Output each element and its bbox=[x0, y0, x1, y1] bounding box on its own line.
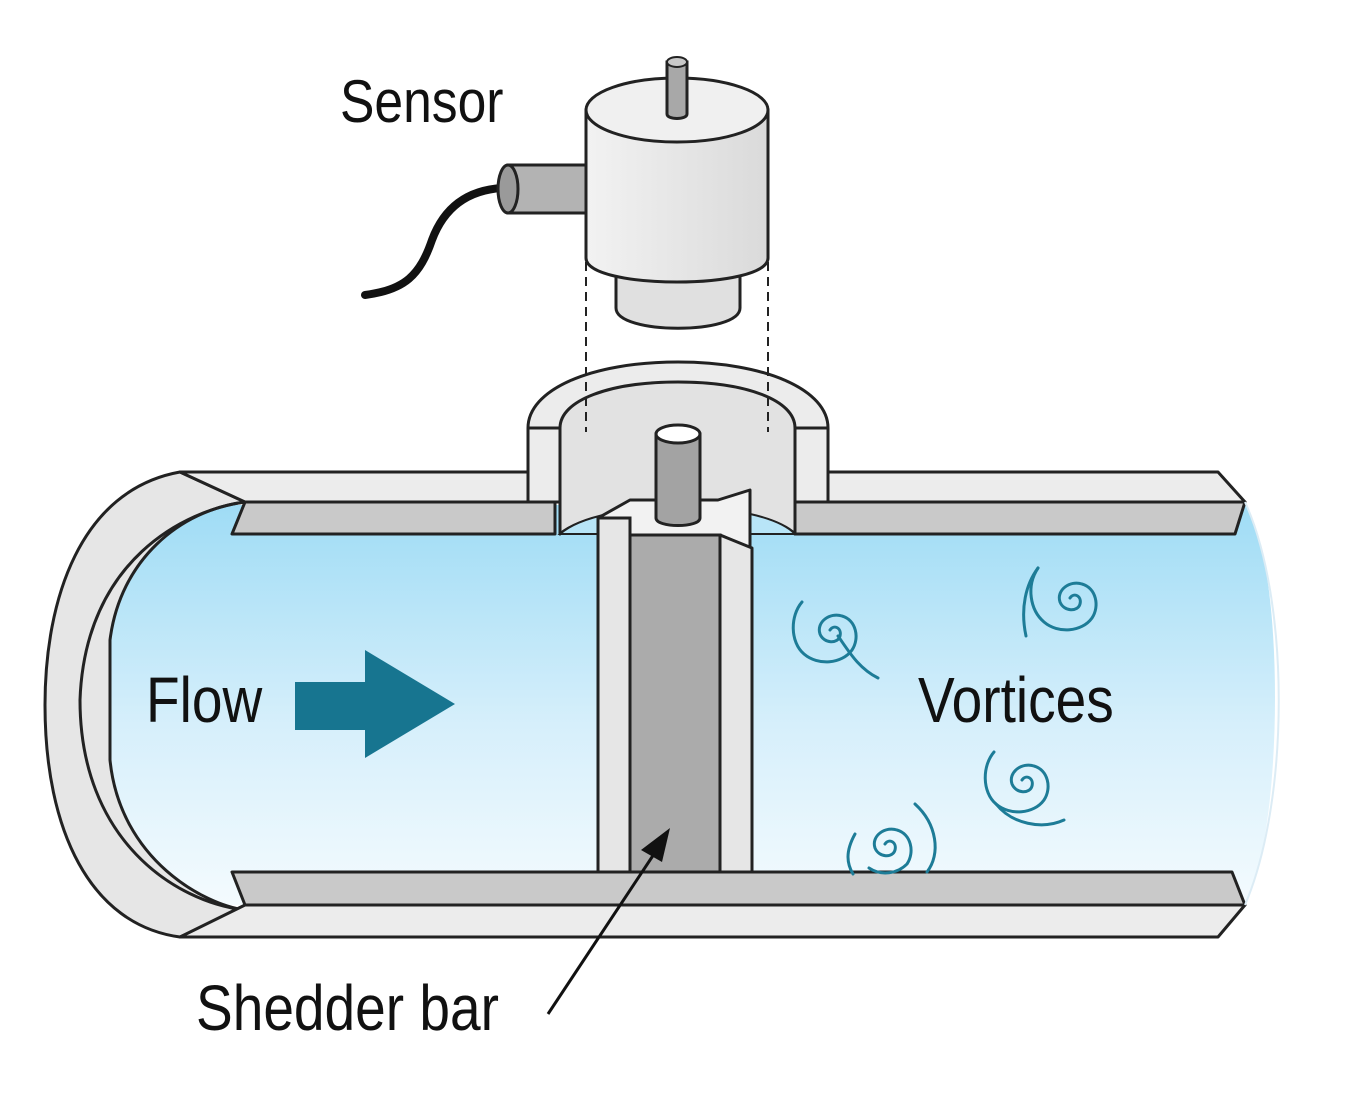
shedder-bar bbox=[596, 423, 754, 874]
spiral-icon bbox=[1022, 566, 1098, 638]
shedder-bar-label: Shedder bar bbox=[196, 972, 499, 1044]
flow-label: Flow bbox=[146, 664, 263, 736]
sensor-body bbox=[584, 108, 770, 284]
sensor-connector bbox=[506, 163, 594, 215]
spiral-icon bbox=[846, 802, 937, 876]
pipe-bottom-wall-outer bbox=[178, 903, 1247, 939]
spiral-icon bbox=[983, 750, 1066, 827]
shedder-core bbox=[628, 533, 722, 874]
sensor-pin bbox=[665, 60, 689, 120]
pipe-top-wall-right-inner bbox=[793, 500, 1247, 536]
arrow-icon bbox=[546, 828, 670, 1015]
spiral-icon bbox=[791, 600, 880, 680]
pipe-right-end bbox=[1244, 501, 1280, 906]
vortices-label: Vortices bbox=[918, 664, 1114, 736]
pipe-top-wall-left-inner bbox=[230, 500, 557, 536]
sensor-cable bbox=[361, 184, 506, 299]
vortices bbox=[791, 566, 1098, 876]
pipe-top-wall-left bbox=[178, 470, 530, 504]
shedder-stem-top bbox=[654, 423, 702, 445]
sensor bbox=[361, 56, 770, 330]
sensor-label: Sensor bbox=[340, 68, 504, 135]
pipe bbox=[43, 470, 1280, 939]
shedder-right-face bbox=[718, 533, 754, 874]
alignment-guides bbox=[585, 262, 769, 432]
pipe-left-end-inner bbox=[78, 500, 246, 912]
pipe-bottom-wall-inner bbox=[230, 870, 1247, 907]
arrow-right-icon bbox=[295, 650, 455, 758]
shedder-stem bbox=[654, 432, 702, 527]
shedder-left-face bbox=[596, 516, 632, 874]
pipe-top-wall-right bbox=[826, 470, 1247, 504]
